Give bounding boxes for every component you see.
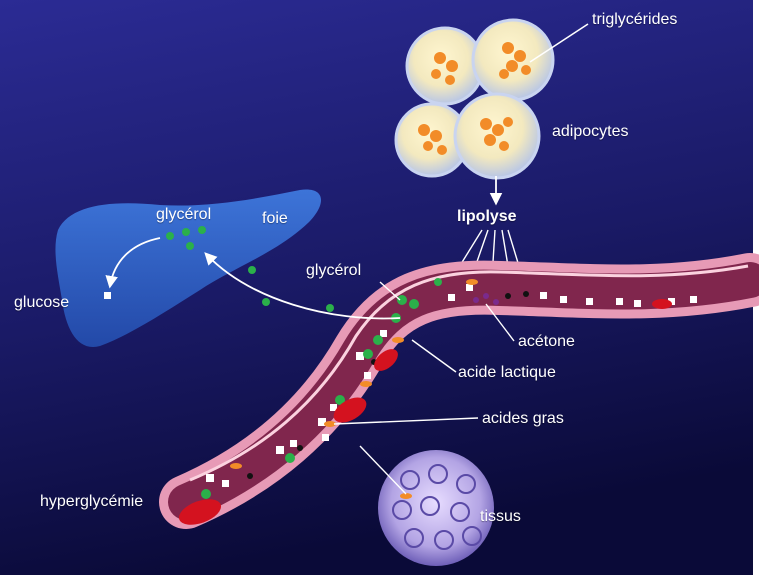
tissue-cluster: [378, 450, 494, 566]
label-foie: foie: [262, 210, 288, 228]
label-tissus: tissus: [480, 508, 521, 526]
label-lipolyse: lipolyse: [457, 208, 517, 226]
label-acetone: acétone: [518, 333, 575, 351]
label-glycerol-vessel: glycérol: [306, 262, 361, 280]
label-acide-lactique: acide lactique: [458, 364, 556, 382]
label-acides-gras: acides gras: [482, 410, 564, 428]
label-glycerol-liver: glycérol: [156, 206, 211, 224]
label-glucose: glucose: [14, 294, 69, 312]
label-hyperglycemie: hyperglycémie: [40, 493, 143, 511]
label-triglycerides: triglycérides: [592, 11, 677, 29]
label-adipocytes: adipocytes: [552, 123, 629, 141]
